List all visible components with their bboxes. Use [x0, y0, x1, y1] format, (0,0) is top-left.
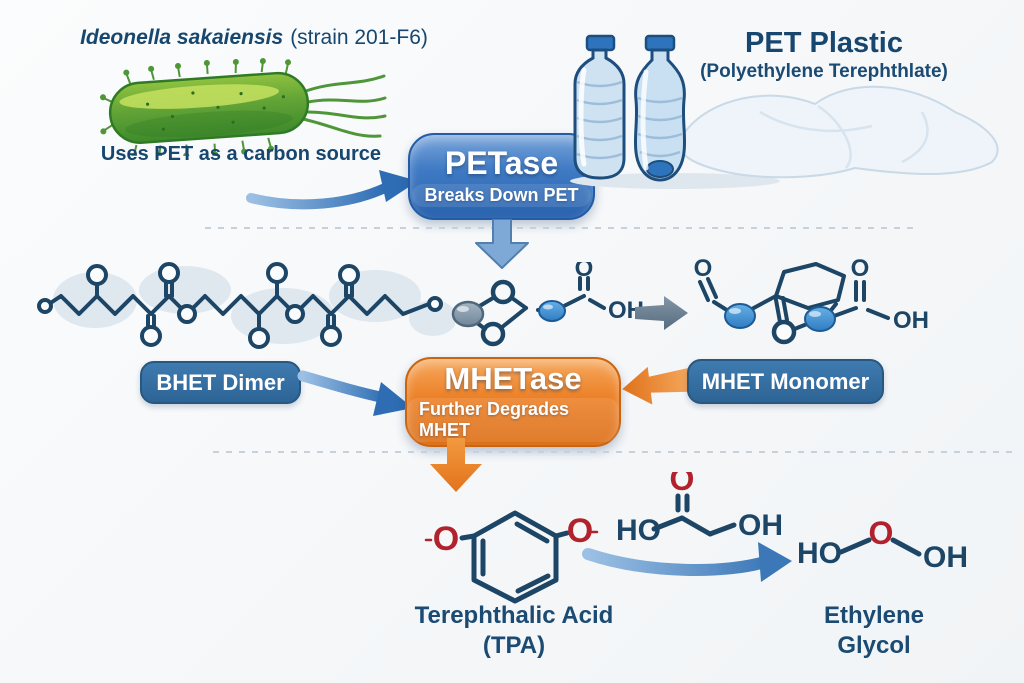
arrow-to-petase-icon — [246, 170, 418, 210]
pet-plastic-illustration — [570, 34, 999, 189]
mhet-structure: O OH — [451, 262, 644, 347]
organism-title: Ideonella sakaiensis (strain 201-F6) — [78, 26, 430, 50]
organism-note: Uses PET as a carbon source — [100, 143, 382, 165]
bhet-dimer-structure — [37, 262, 455, 349]
hydroxyl-label: OH — [923, 541, 968, 574]
oxygen-atom-label: O — [670, 472, 695, 497]
hydroxyl-label: OH — [893, 307, 929, 334]
tpa-label: Terephthalic Acid (TPA) — [400, 601, 628, 661]
arrow-bhet-to-mhetase-icon — [297, 370, 413, 416]
tpa-abbr: (TPA) — [482, 632, 546, 659]
hydroxyl-label: HO — [797, 537, 842, 570]
mhetase-button: MHETase Further Degrades MHET — [405, 357, 621, 447]
hydroxyl-label: HO — [616, 514, 661, 547]
mhetase-name: MHETase — [444, 360, 582, 396]
oxygen-atom-label: O — [851, 256, 870, 282]
bottle-icon — [633, 34, 687, 182]
mhetase-action: Further Degrades MHET — [407, 398, 619, 443]
organism-strain: (strain 201-F6) — [290, 26, 428, 49]
hydroxyl-label: OH — [738, 509, 783, 542]
tpa-name: Terephthalic Acid — [414, 602, 614, 629]
oxygen-atom-label: O — [575, 262, 594, 282]
bottle-icon — [573, 34, 626, 180]
oxygen-atom-label: O — [869, 515, 894, 551]
mhet-monomer-structure: O O OH — [694, 256, 929, 345]
bacterium-illustration — [99, 58, 387, 156]
oxygen-atom-label: O — [433, 520, 459, 558]
bacterium-body — [99, 58, 310, 156]
petase-button: PETase Breaks Down PET — [408, 133, 595, 220]
pet-plastic-title: PET Plastic — [745, 27, 903, 59]
organism-name: Ideonella sakaiensis — [80, 26, 284, 49]
arrow-gray-icon — [635, 296, 688, 330]
arrow-to-products-icon — [582, 542, 792, 582]
glycol-fragment-structure: HO O OH — [616, 472, 783, 547]
plastic-film-icon — [679, 85, 999, 179]
ethylene-glycol-label: Ethylene Glycol — [823, 602, 925, 659]
dashed-separator — [213, 451, 1015, 453]
dashed-separator — [205, 227, 917, 229]
oxygen-atom-label: O — [694, 256, 713, 282]
petase-action: Breaks Down PET — [412, 183, 591, 207]
pet-plastic-subtitle: (Polyethylene Terephthlate) — [700, 61, 948, 82]
flagella-icon — [301, 74, 387, 138]
petase-name: PETase — [444, 145, 559, 182]
mhet-monomer-label: MHET Monomer — [687, 359, 884, 404]
terephthalic-acid-structure: O O — [424, 510, 599, 604]
oxygen-atom-label: O — [567, 512, 593, 550]
arrow-down-orange-icon — [430, 438, 482, 492]
ethylene-glycol-structure: HO O OH — [797, 515, 968, 574]
bhet-dimer-label: BHET Dimer — [140, 361, 301, 404]
arrow-down-blue-icon — [475, 219, 529, 269]
arrow-mhet-to-mhetase-icon — [622, 366, 692, 405]
